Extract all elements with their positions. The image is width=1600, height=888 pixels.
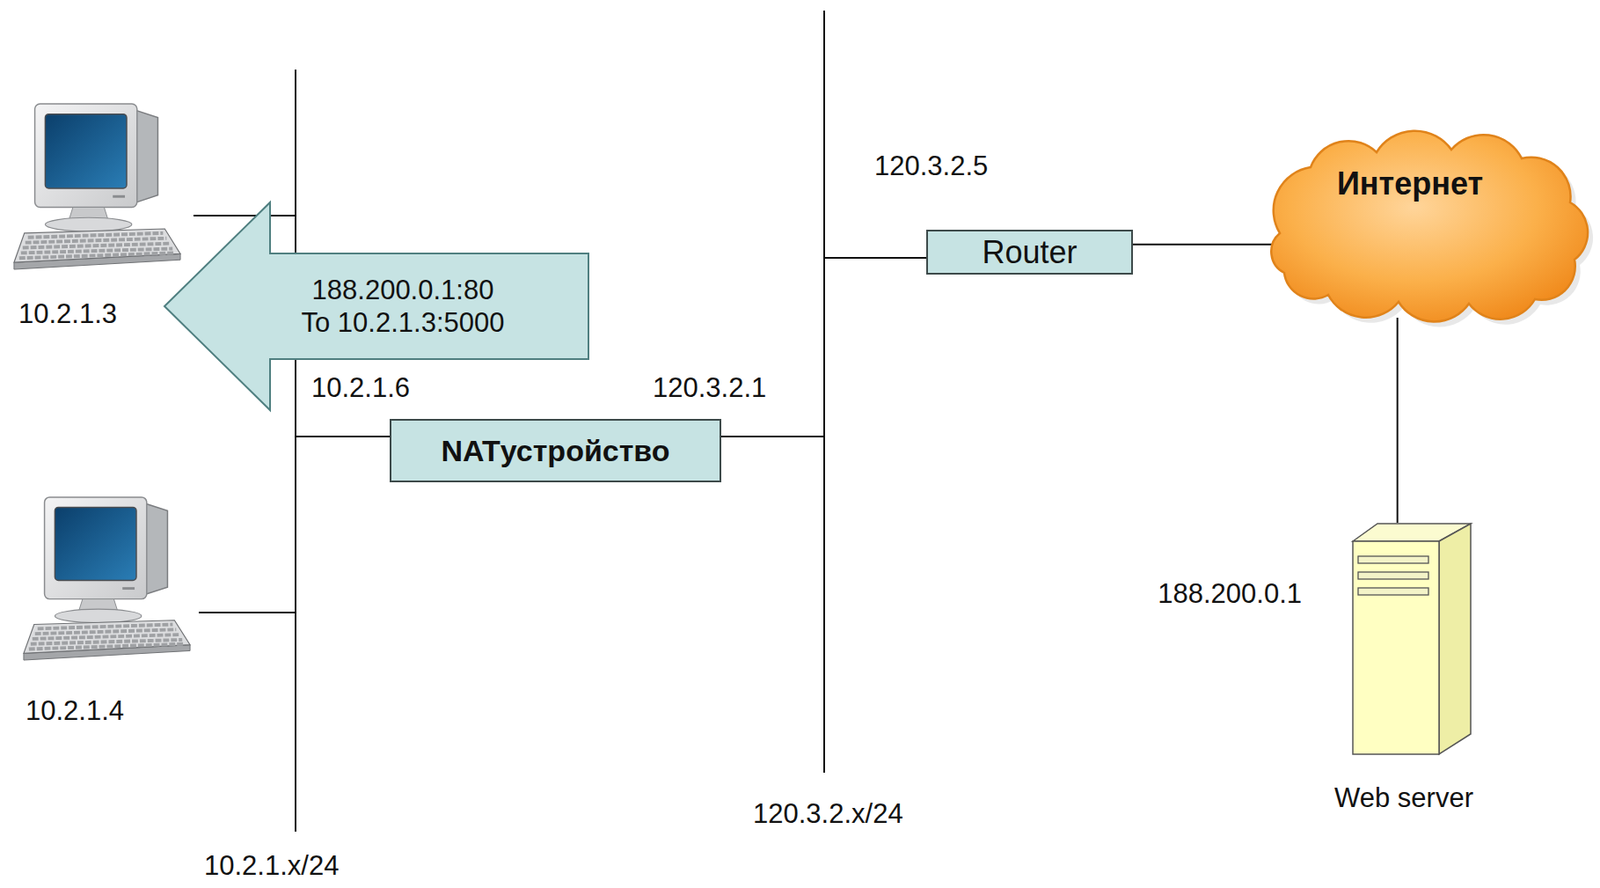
host-link — [198, 611, 296, 614]
address-label: 120.3.2.x/24 — [752, 796, 904, 830]
keyboard-keys — [28, 233, 164, 238]
keyboard-keys — [32, 634, 180, 639]
keyboard-top — [14, 228, 181, 263]
server-node: 188.200.0.1Web server — [1143, 522, 1487, 818]
keyboard-keys — [37, 624, 174, 629]
node-text: Web server — [1334, 781, 1474, 814]
server-icon — [1351, 522, 1472, 755]
arrow-outline — [164, 202, 589, 410]
node-text: Интернет — [1336, 164, 1484, 203]
keyboard-top — [23, 620, 190, 654]
node-text: 188.200.0.1 — [1157, 577, 1302, 610]
drive-slot — [1358, 587, 1429, 595]
address-label: 120.3.2.5 — [874, 149, 988, 183]
monitor-base — [54, 608, 141, 622]
network-bus — [294, 69, 297, 832]
computer-icon — [20, 495, 194, 661]
network-link — [1396, 317, 1399, 523]
node-text: 10.2.1.4 — [25, 694, 125, 727]
keyboard-keys — [19, 252, 175, 258]
node-text: Router — [981, 233, 1077, 271]
monitor-screen — [54, 506, 137, 580]
server-side — [1439, 523, 1471, 754]
router-link — [824, 256, 929, 259]
node-text: 188.200.0.1:80 To 10.2.1.3:5000 — [295, 273, 512, 339]
keyboard-keys — [35, 628, 177, 634]
cloud-outline — [1271, 131, 1588, 322]
nat-link — [295, 435, 393, 438]
drive-slot — [1358, 571, 1429, 579]
keyboard-keys — [22, 243, 170, 249]
power-light — [112, 195, 125, 198]
network-bus — [823, 10, 826, 773]
server-front — [1352, 540, 1440, 754]
keyboard-keys — [29, 643, 184, 650]
address-label: 10.2.1.x/24 — [204, 848, 339, 882]
computer-node: 10.2.1.4 — [17, 490, 207, 731]
internet-cloud: Интернет — [1253, 127, 1597, 325]
drive-slot — [1358, 555, 1429, 563]
address-label: 10.2.1.6 — [311, 371, 410, 404]
router-box: Router — [926, 229, 1133, 275]
keyboard-keys — [25, 238, 168, 243]
monitor-bezel — [35, 103, 138, 208]
host-link — [193, 214, 296, 217]
monitor-base — [44, 217, 132, 232]
power-light — [122, 586, 135, 590]
nat-link — [718, 435, 825, 438]
address-label: 120.3.2.1 — [652, 371, 767, 404]
network-link — [1132, 243, 1273, 246]
monitor-screen — [44, 114, 127, 189]
nat-box: NATустройство — [389, 418, 722, 483]
monitor-bezel — [44, 496, 147, 600]
node-text: NATустройство — [440, 432, 670, 469]
computer-icon — [10, 102, 184, 271]
cloud-shape — [1253, 127, 1597, 325]
node-text: 10.2.1.3 — [18, 297, 117, 330]
